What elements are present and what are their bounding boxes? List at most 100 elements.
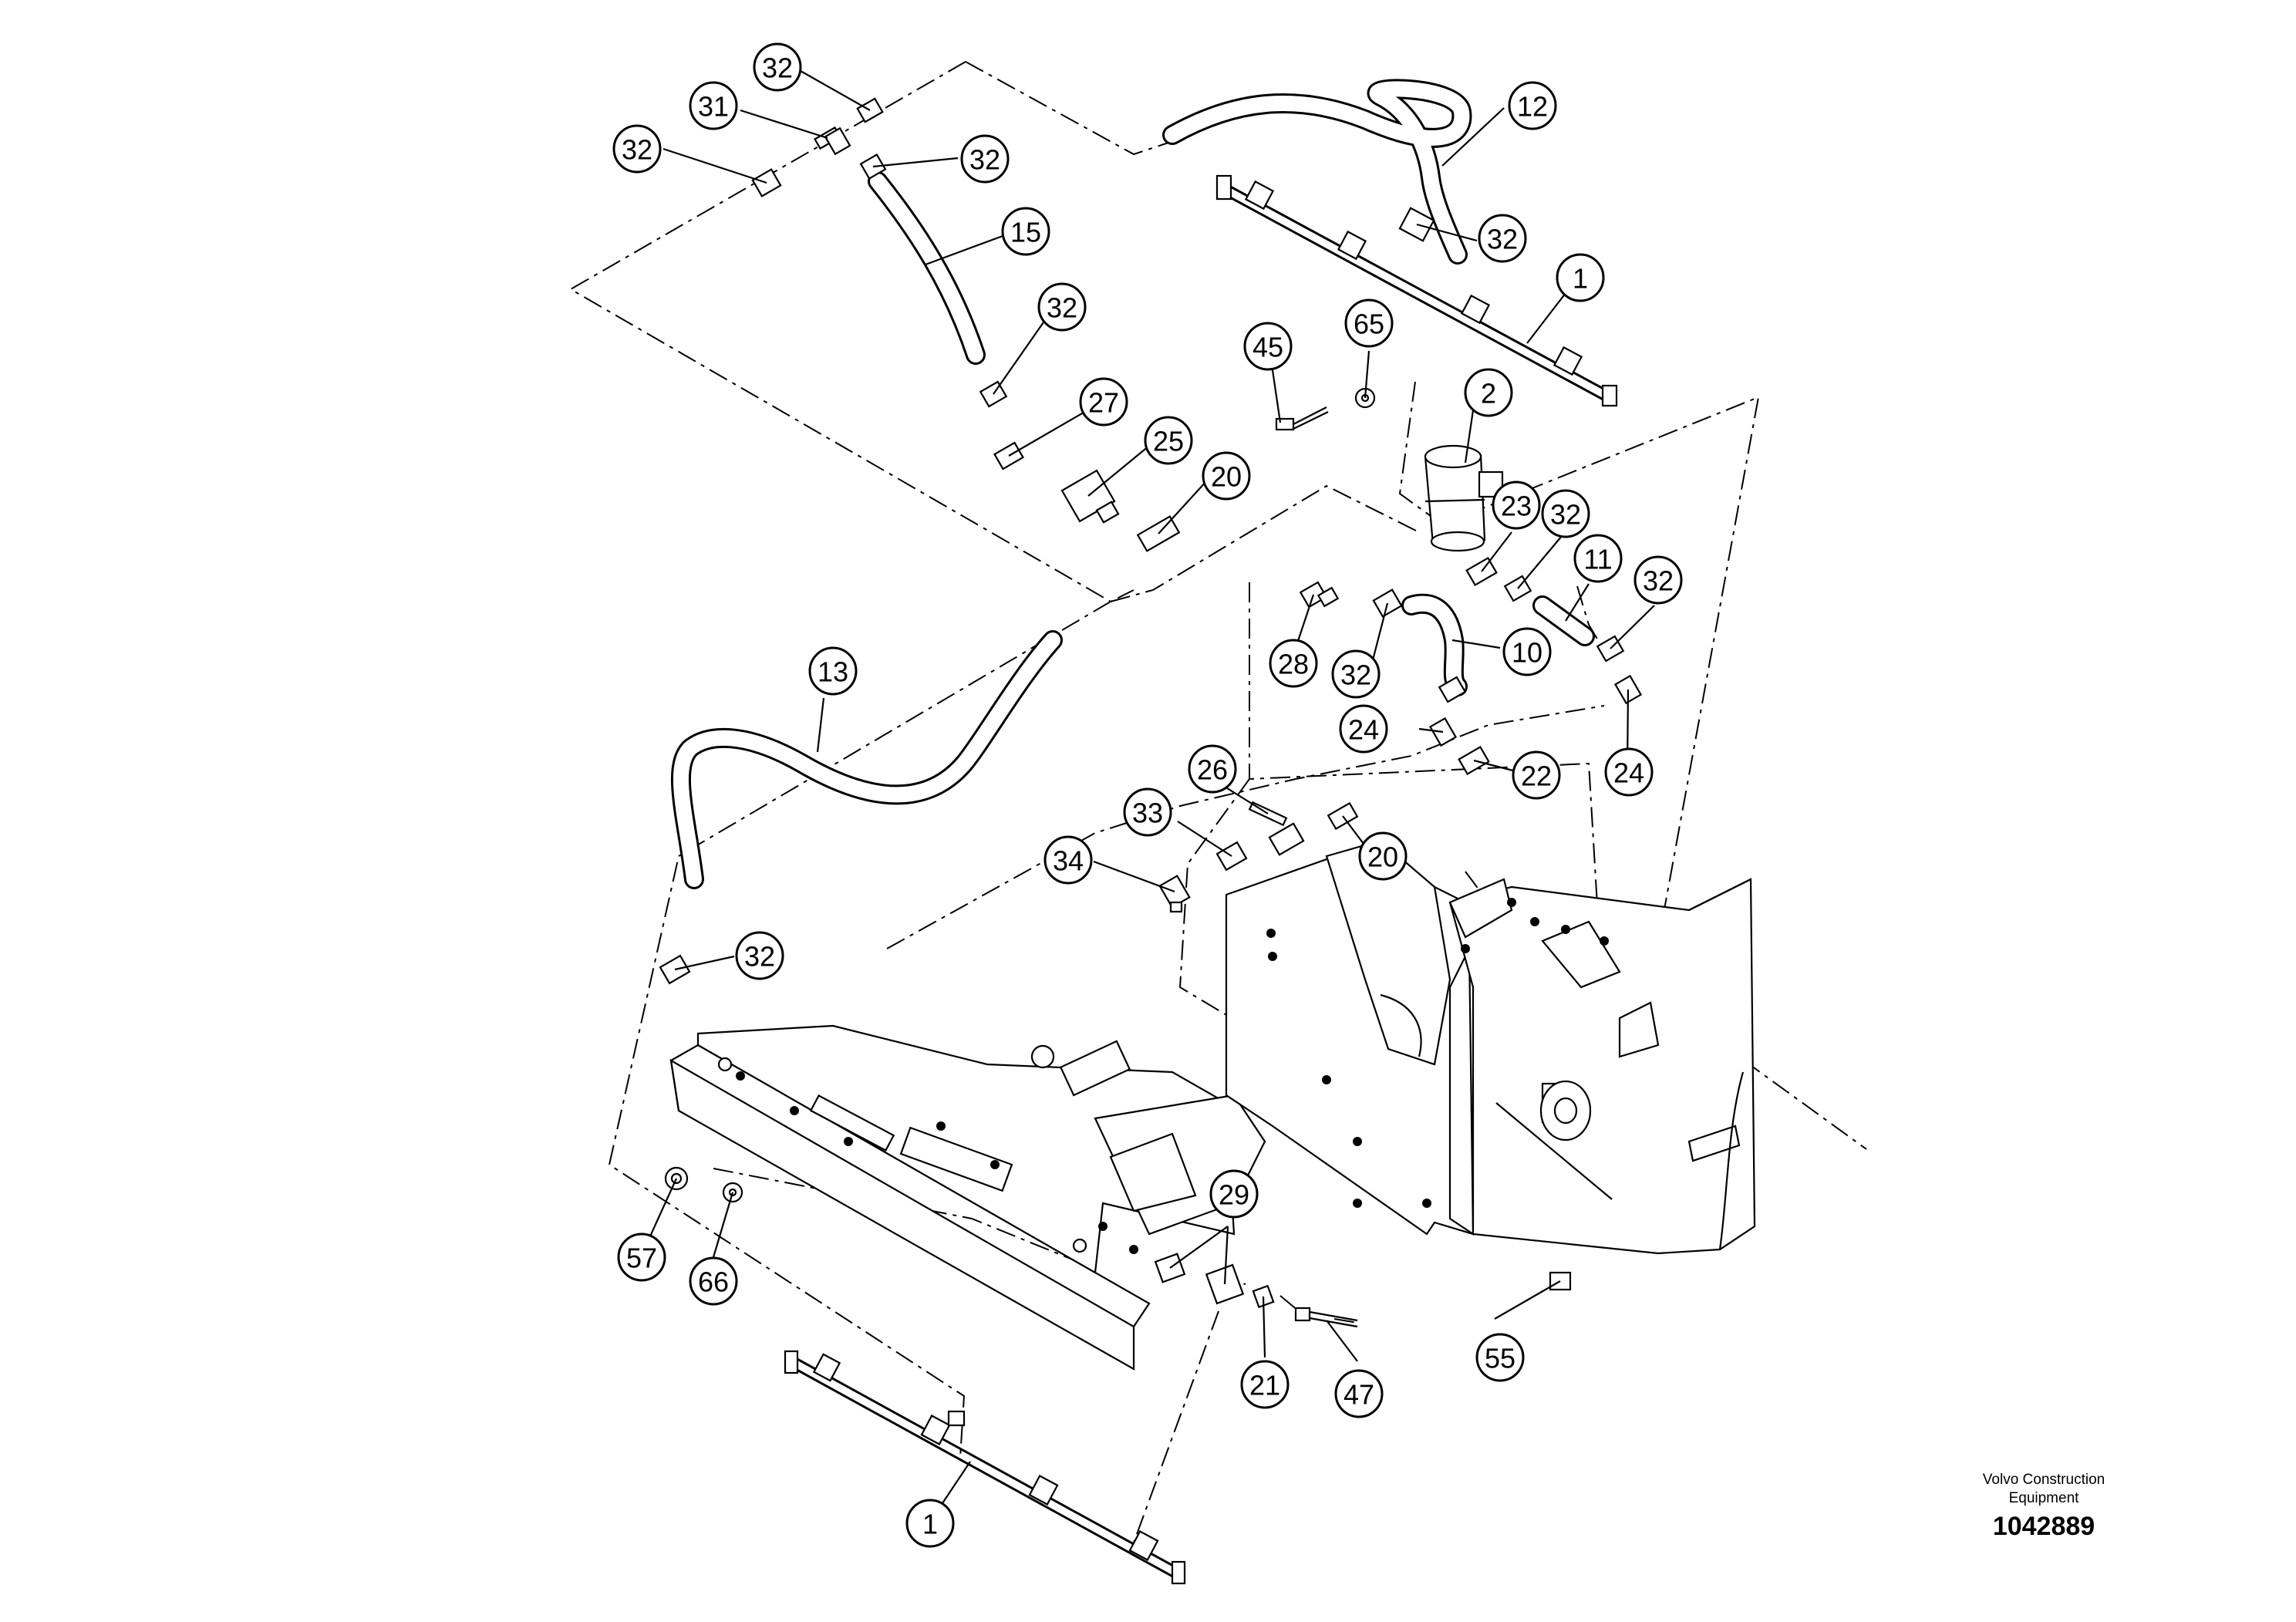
callout-number: 20	[1367, 841, 1398, 873]
callout-c26: 26	[1188, 744, 1237, 794]
callout-circle	[960, 134, 1010, 184]
callout-number: 32	[1487, 224, 1518, 255]
callout-c57: 57	[617, 1233, 666, 1282]
callout-circle	[1243, 322, 1293, 371]
callout-c55: 55	[1475, 1333, 1525, 1382]
callout-c34: 34	[1043, 835, 1093, 885]
callout-c1-upper: 1	[1556, 253, 1605, 302]
callout-circle	[1478, 214, 1527, 263]
callout-number: 33	[1132, 798, 1163, 829]
callout-c24-left: 24	[1339, 704, 1388, 754]
callout-circle	[1502, 627, 1552, 676]
callout-c32-pump: 32	[1541, 489, 1590, 538]
callout-circle	[1334, 1369, 1384, 1418]
callout-circle	[1240, 1360, 1290, 1409]
callout-circle	[808, 646, 858, 696]
callout-number: 13	[818, 656, 848, 688]
callout-number: 45	[1253, 332, 1283, 363]
spray-rail-lower	[784, 1350, 1186, 1585]
hose-12	[1162, 79, 1472, 265]
callout-circle	[1464, 368, 1513, 417]
callout-c31: 31	[689, 81, 738, 130]
callout-circle	[1556, 253, 1605, 302]
callout-number: 24	[1613, 757, 1644, 789]
callout-c32-rail: 32	[1478, 214, 1527, 263]
callout-c24-right: 24	[1604, 747, 1654, 797]
spray-rail-upper	[1215, 174, 1618, 407]
callout-circle	[1269, 639, 1318, 688]
callout-number: 31	[698, 91, 729, 123]
callout-number: 1	[1573, 263, 1588, 295]
callout-circle	[1358, 831, 1408, 881]
callout-circle	[1604, 747, 1654, 797]
callout-c20-lower: 20	[1358, 831, 1408, 881]
callout-circle	[1144, 416, 1193, 465]
callout-c32-top: 32	[753, 42, 802, 92]
assembly-guide-lines	[569, 61, 1867, 1543]
callout-circle	[1123, 787, 1172, 837]
callout-circle	[1001, 207, 1050, 256]
callout-number: 23	[1501, 491, 1532, 522]
callout-number: 32	[1643, 565, 1674, 597]
callout-number: 22	[1521, 760, 1552, 792]
callout-c32-mid: 32	[1331, 649, 1381, 699]
callout-number: 32	[744, 941, 775, 973]
manufacturer-name-line2: Equipment	[2008, 1490, 2079, 1506]
callout-c27: 27	[1079, 377, 1128, 427]
callout-number: 65	[1354, 309, 1384, 340]
callout-number: 27	[1088, 387, 1119, 419]
drawing-number: 1042889	[1992, 1512, 2095, 1541]
callout-c33: 33	[1123, 787, 1172, 837]
callout-c25: 25	[1144, 416, 1193, 465]
callout-c2: 2	[1464, 368, 1513, 417]
callout-circle	[753, 42, 802, 92]
callout-circle	[612, 124, 662, 174]
callout-circle	[1202, 451, 1251, 501]
callout-circle	[1633, 555, 1683, 605]
callout-number: 2	[1481, 378, 1496, 410]
callout-c45: 45	[1243, 322, 1293, 371]
callout-number: 66	[698, 1266, 729, 1298]
callout-number: 15	[1010, 217, 1041, 248]
callout-circle	[689, 81, 738, 130]
callout-circle	[1492, 481, 1541, 530]
callout-circle	[1043, 835, 1093, 885]
beam-bracket-assembly	[669, 1024, 1266, 1371]
callout-circle	[735, 931, 784, 980]
callout-number: 12	[1517, 91, 1548, 123]
callout-number: 20	[1211, 461, 1242, 493]
callout-c32-hose15: 32	[1037, 282, 1087, 332]
callout-circle	[1508, 81, 1557, 130]
callout-c32-left: 32	[612, 124, 662, 174]
callout-c28: 28	[1269, 639, 1318, 688]
callout-c15: 15	[1001, 207, 1050, 256]
callout-circle	[1512, 750, 1561, 800]
callout-c23: 23	[1492, 481, 1541, 530]
callout-number: 21	[1249, 1370, 1280, 1401]
callout-number: 57	[626, 1243, 657, 1274]
callout-c66: 66	[689, 1256, 738, 1306]
callout-number: 55	[1485, 1343, 1515, 1374]
callout-circle	[1573, 534, 1623, 583]
callout-number: 29	[1219, 1179, 1249, 1211]
hose-13	[670, 630, 1063, 889]
pump-2	[1424, 444, 1504, 552]
callout-number: 34	[1053, 845, 1084, 877]
callout-number: 11	[1583, 544, 1612, 575]
callout-number: 10	[1512, 637, 1542, 669]
hose-10	[1401, 593, 1468, 696]
callout-c21: 21	[1240, 1360, 1290, 1409]
callout-c65: 65	[1344, 298, 1394, 348]
hose-11	[1532, 595, 1595, 646]
callout-circle	[1344, 298, 1394, 348]
callout-circle	[1541, 489, 1590, 538]
callout-circle	[1188, 744, 1237, 794]
callout-number: 24	[1348, 714, 1379, 746]
callout-number: 25	[1153, 426, 1184, 457]
hose-15	[868, 171, 986, 365]
callout-c29: 29	[1209, 1169, 1259, 1219]
callout-circle	[617, 1233, 666, 1282]
callout-c22: 22	[1512, 750, 1561, 800]
